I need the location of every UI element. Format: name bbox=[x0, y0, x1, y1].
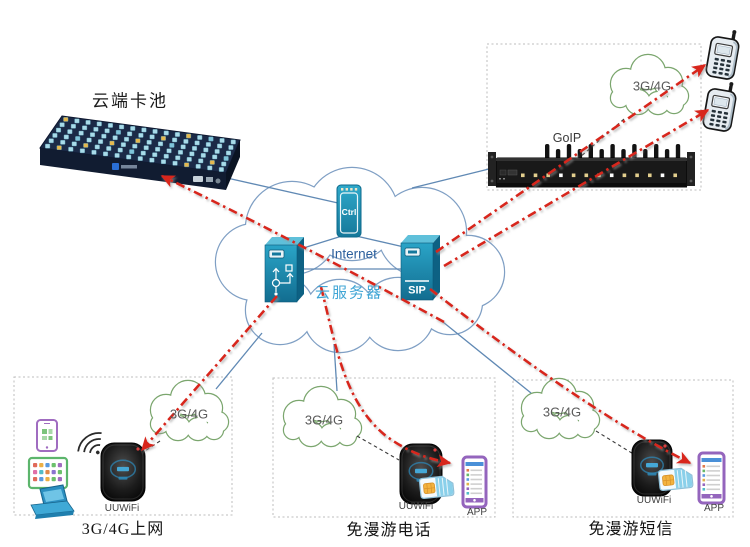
group-box-sms bbox=[512, 379, 734, 518]
cellphone-icon bbox=[705, 30, 740, 80]
link-cloud-cell-sms bbox=[442, 321, 532, 394]
route-to-uuwifi-surf bbox=[141, 295, 278, 452]
tablet-icon bbox=[27, 456, 69, 490]
link-cloud-cell-call bbox=[333, 343, 338, 392]
route-to-app-call bbox=[319, 286, 452, 468]
cellphone-icon bbox=[702, 82, 737, 132]
app-phone-icon bbox=[461, 455, 488, 509]
route-sip-to-phone-2 bbox=[443, 108, 710, 268]
cellular-cloud-3 bbox=[520, 377, 601, 440]
app-phone-icon bbox=[697, 451, 726, 505]
sim-card-icon bbox=[657, 467, 694, 491]
flow-glyph bbox=[271, 264, 294, 292]
cellular-cloud-0 bbox=[609, 53, 690, 116]
link-cloud-goip bbox=[411, 166, 498, 189]
route-to-app-sms bbox=[429, 287, 692, 465]
route-cloud-to-sim-bank bbox=[160, 174, 445, 324]
server-icon-media bbox=[264, 237, 304, 303]
route-sip-to-phone-1 bbox=[435, 63, 707, 254]
link-cloud-cell-surf bbox=[215, 332, 263, 390]
route-lines bbox=[141, 63, 710, 468]
group-boxes bbox=[13, 43, 734, 518]
ctrl-sim-icon bbox=[336, 184, 362, 238]
dash-cell-router-sms bbox=[595, 430, 636, 456]
goip-gateway-device bbox=[488, 144, 695, 188]
uuwifi-device bbox=[100, 442, 146, 502]
link-ctrl-sip bbox=[355, 235, 405, 248]
wifi-signal-icon bbox=[77, 432, 102, 455]
cellular-cloud-2 bbox=[282, 385, 363, 448]
sim-bank-device bbox=[39, 115, 241, 190]
devices bbox=[27, 30, 740, 519]
group-box-surf bbox=[13, 376, 233, 516]
smartphone-icon bbox=[36, 419, 58, 452]
group-box-call bbox=[272, 377, 496, 518]
server-icon-sip bbox=[400, 235, 440, 301]
laptop-icon bbox=[30, 484, 75, 519]
sim-card-icon bbox=[418, 475, 455, 499]
dash-cell-router-call bbox=[356, 435, 400, 461]
cellular-cloud-1 bbox=[149, 379, 230, 442]
